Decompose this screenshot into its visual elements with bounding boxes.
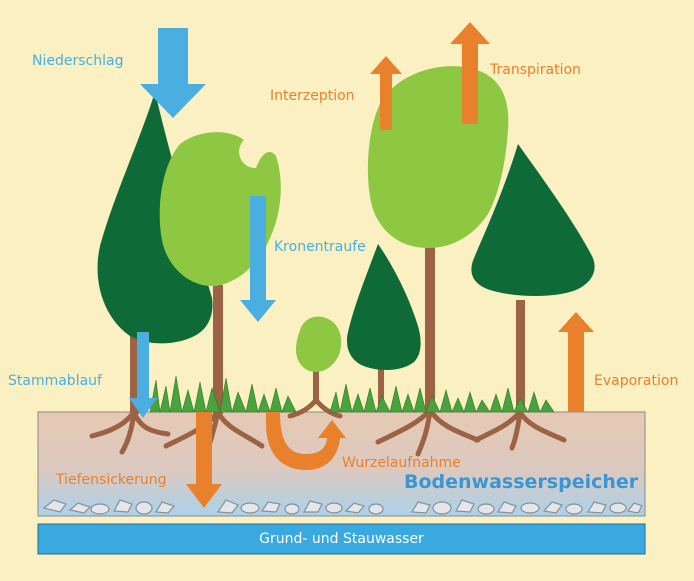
label-kronentraufe: Kronentraufe	[274, 239, 366, 255]
conifer-tree-left	[97, 92, 213, 344]
conifer-tree-small	[346, 244, 421, 370]
kronentraufe-arrow	[240, 196, 276, 322]
tiefensickerung-arrow	[186, 412, 222, 508]
label-niederschlag: Niederschlag	[32, 53, 124, 69]
groundwater-bar	[37, 523, 646, 555]
label-interzeption: Interzeption	[270, 88, 355, 104]
grass	[149, 375, 555, 414]
label-tiefensickerung: Tiefensickerung	[56, 472, 167, 488]
label-wurzelaufnahme: Wurzelaufnahme	[342, 455, 461, 471]
label-stammablauf: Stammablauf	[8, 373, 102, 389]
evaporation-arrow	[558, 312, 594, 412]
transpiration-arrow	[450, 22, 490, 124]
stammablauf-arrow	[129, 332, 157, 418]
deciduous-tree-small	[296, 316, 342, 372]
gravel-stones	[42, 499, 643, 515]
tree-trunks	[130, 240, 525, 414]
wurzelaufnahme-arrow	[266, 412, 346, 470]
label-evaporation: Evaporation	[594, 373, 679, 389]
niederschlag-arrow	[140, 28, 206, 118]
label-transpiration: Transpiration	[490, 62, 581, 78]
output-arrows	[186, 22, 594, 508]
label-bodenwasserspeicher: Bodenwasserspeicher	[404, 471, 639, 493]
label-grundwasser: Grund- und Stauwasser	[259, 531, 424, 547]
input-arrows	[129, 28, 276, 418]
interzeption-arrow	[370, 56, 402, 130]
conifer-tree-right	[471, 144, 595, 296]
tree-roots	[89, 397, 567, 463]
